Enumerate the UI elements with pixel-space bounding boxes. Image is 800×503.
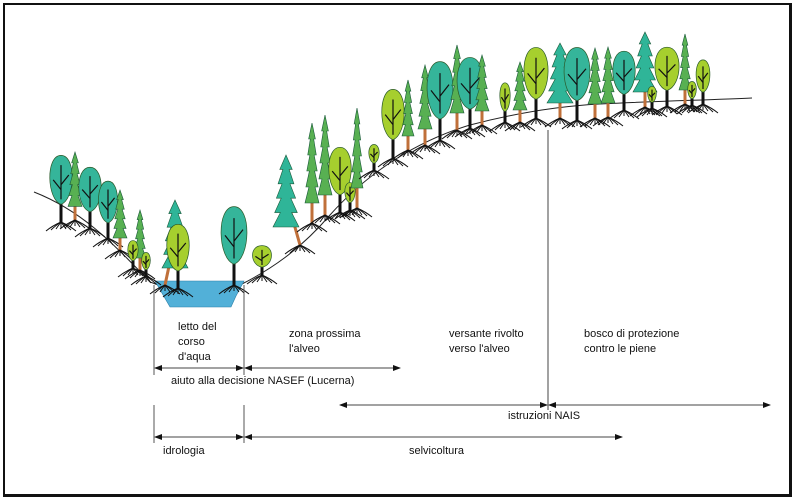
conifer-tree-icon [296, 122, 328, 233]
ground-profile-line [33, 97, 753, 286]
conifer-tree-icon [504, 61, 536, 132]
conifer-tree-icon [629, 31, 661, 117]
conifer-tree-icon [272, 154, 316, 255]
broadleaf-tree-icon [377, 89, 409, 168]
conifer-tree-icon [341, 107, 373, 218]
broadleaf-tree-icon [130, 252, 162, 286]
broadleaf-tree-icon [117, 240, 149, 278]
broadleaf-tree-icon [324, 146, 356, 222]
broadleaf-tree-icon [520, 47, 552, 128]
broadleaf-tree-icon [424, 61, 456, 150]
broadleaf-tree-icon [162, 223, 194, 298]
broadleaf-tree-icon [561, 47, 593, 130]
broadleaf-tree-icon [676, 81, 708, 115]
broadleaf-tree-icon [246, 245, 278, 285]
range-label-nasef: aiuto alla decisione NASEF (Lucerna) [171, 375, 355, 387]
broadleaf-tree-icon [358, 144, 390, 180]
range-label-silviculture: selvicoltura [409, 445, 465, 457]
conifer-tree-icon [392, 79, 424, 160]
conifer-tree-icon [104, 189, 136, 260]
broadleaf-tree-icon [651, 46, 683, 116]
conifer-tree-icon [592, 45, 624, 127]
broadleaf-tree-icon [636, 86, 668, 118]
broadleaf-tree-icon [74, 166, 106, 238]
range-label-nais: istruzioni NAIS [508, 410, 581, 422]
conifer-tree-icon [579, 46, 611, 128]
conifer-tree-icon [309, 114, 341, 225]
zone-label-streambed: letto del corso d'aqua [178, 321, 217, 363]
broadleaf-tree-icon [218, 206, 250, 295]
broadleaf-tree-icon [687, 59, 719, 114]
broadleaf-tree-icon [454, 57, 486, 138]
range-label-hydrology: idrologia [163, 445, 205, 457]
zone-label-flood-forest: bosco di protezione contro le piene [584, 328, 680, 355]
broadleaf-tree-icon [489, 82, 521, 132]
broadleaf-tree-icon [608, 50, 640, 120]
broadleaf-tree-icon [92, 180, 124, 248]
zone-label-slope: versante rivolto verso l'alveo [449, 328, 524, 355]
conifer-tree-icon [466, 53, 498, 135]
trees-group [45, 31, 719, 298]
zone-label-near-bed: zona prossima l'alveo [289, 328, 361, 355]
stream-water [154, 280, 245, 308]
